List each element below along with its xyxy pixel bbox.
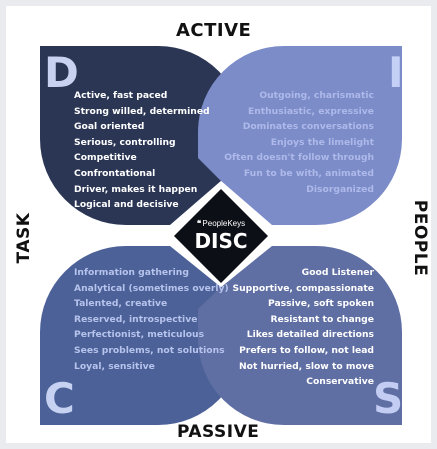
- trait: Driver, makes it happen: [74, 183, 198, 195]
- trait: Enjoys the limelight: [270, 136, 374, 148]
- trait: Outgoing, charismatic: [259, 90, 374, 101]
- trait: Often doesn't follow through: [224, 152, 374, 164]
- trait: Perfectionist, meticulous: [74, 329, 205, 341]
- axis-label-active: ACTIVE: [176, 20, 252, 41]
- quadrant-s-shape: [198, 246, 402, 425]
- trait: Conservative: [306, 376, 374, 388]
- trait: Not hurried, slow to move: [238, 360, 374, 372]
- quadrant-d-shape: [40, 46, 244, 225]
- quadrant-s-traits: Good Listener Supportive, compassionate …: [233, 265, 374, 390]
- trait: Talented, creative: [74, 298, 168, 310]
- center-brand: ❝ PeopleKeys: [174, 219, 268, 229]
- trait: Goal oriented: [74, 121, 145, 133]
- quadrant-c-traits: Information gathering Analytical (someti…: [74, 265, 229, 374]
- trait: Reserved, introspective: [74, 313, 198, 325]
- trait: Logical and decisive: [74, 199, 179, 211]
- trait: Loyal, sensitive: [74, 360, 155, 372]
- quadrant-d-letter: D: [44, 48, 79, 97]
- center-title: DISC: [194, 229, 248, 253]
- trait: Enthusiastic, expressive: [247, 105, 374, 117]
- trait: Fun to be with, animated: [243, 167, 374, 179]
- brand-name: PeopleKeys: [202, 219, 246, 228]
- trait: Passive, soft spoken: [267, 298, 374, 310]
- quadrant-i-traits: Outgoing, charismatic Enthusiastic, expr…: [224, 88, 374, 197]
- trait: Supportive, compassionate: [232, 282, 374, 294]
- axis-label-people: PEOPLE: [410, 199, 430, 277]
- quadrant-s-letter: S: [373, 374, 404, 423]
- quadrant-i-shape: [198, 46, 402, 225]
- axis-label-task: TASK: [14, 212, 34, 264]
- trait: Active, fast paced: [74, 90, 168, 101]
- quadrant-c-letter: C: [44, 374, 75, 423]
- trait: Dominates conversations: [242, 121, 374, 133]
- trait: Good Listener: [301, 267, 374, 278]
- trait: Likes detailed directions: [246, 329, 374, 341]
- trait: Confrontational: [74, 167, 156, 179]
- peoplekeys-logo-icon: ❝: [196, 219, 201, 228]
- trait: Information gathering: [74, 267, 189, 278]
- trait: Serious, controlling: [74, 136, 176, 148]
- quadrant-d-traits: Active, fast paced Strong willed, determ…: [74, 88, 210, 213]
- trait: Strong willed, determined: [74, 105, 210, 117]
- quadrant-c-shape: [40, 246, 244, 425]
- axis-label-passive: PASSIVE: [177, 422, 260, 442]
- disc-diagram: ACTIVE PASSIVE TASK PEOPLE D I C S Activ…: [6, 6, 431, 443]
- trait: Prefers to follow, not lead: [239, 344, 374, 356]
- center-diamond: [174, 189, 268, 283]
- quadrant-i-letter: I: [388, 48, 404, 97]
- trait: Disorganized: [306, 183, 374, 195]
- disc-shapes: [40, 46, 402, 425]
- trait: Analytical (sometimes overly): [74, 282, 229, 294]
- trait: Resistant to change: [270, 313, 374, 325]
- trait: Competitive: [74, 152, 137, 164]
- trait: Sees problems, not solutions: [74, 344, 225, 356]
